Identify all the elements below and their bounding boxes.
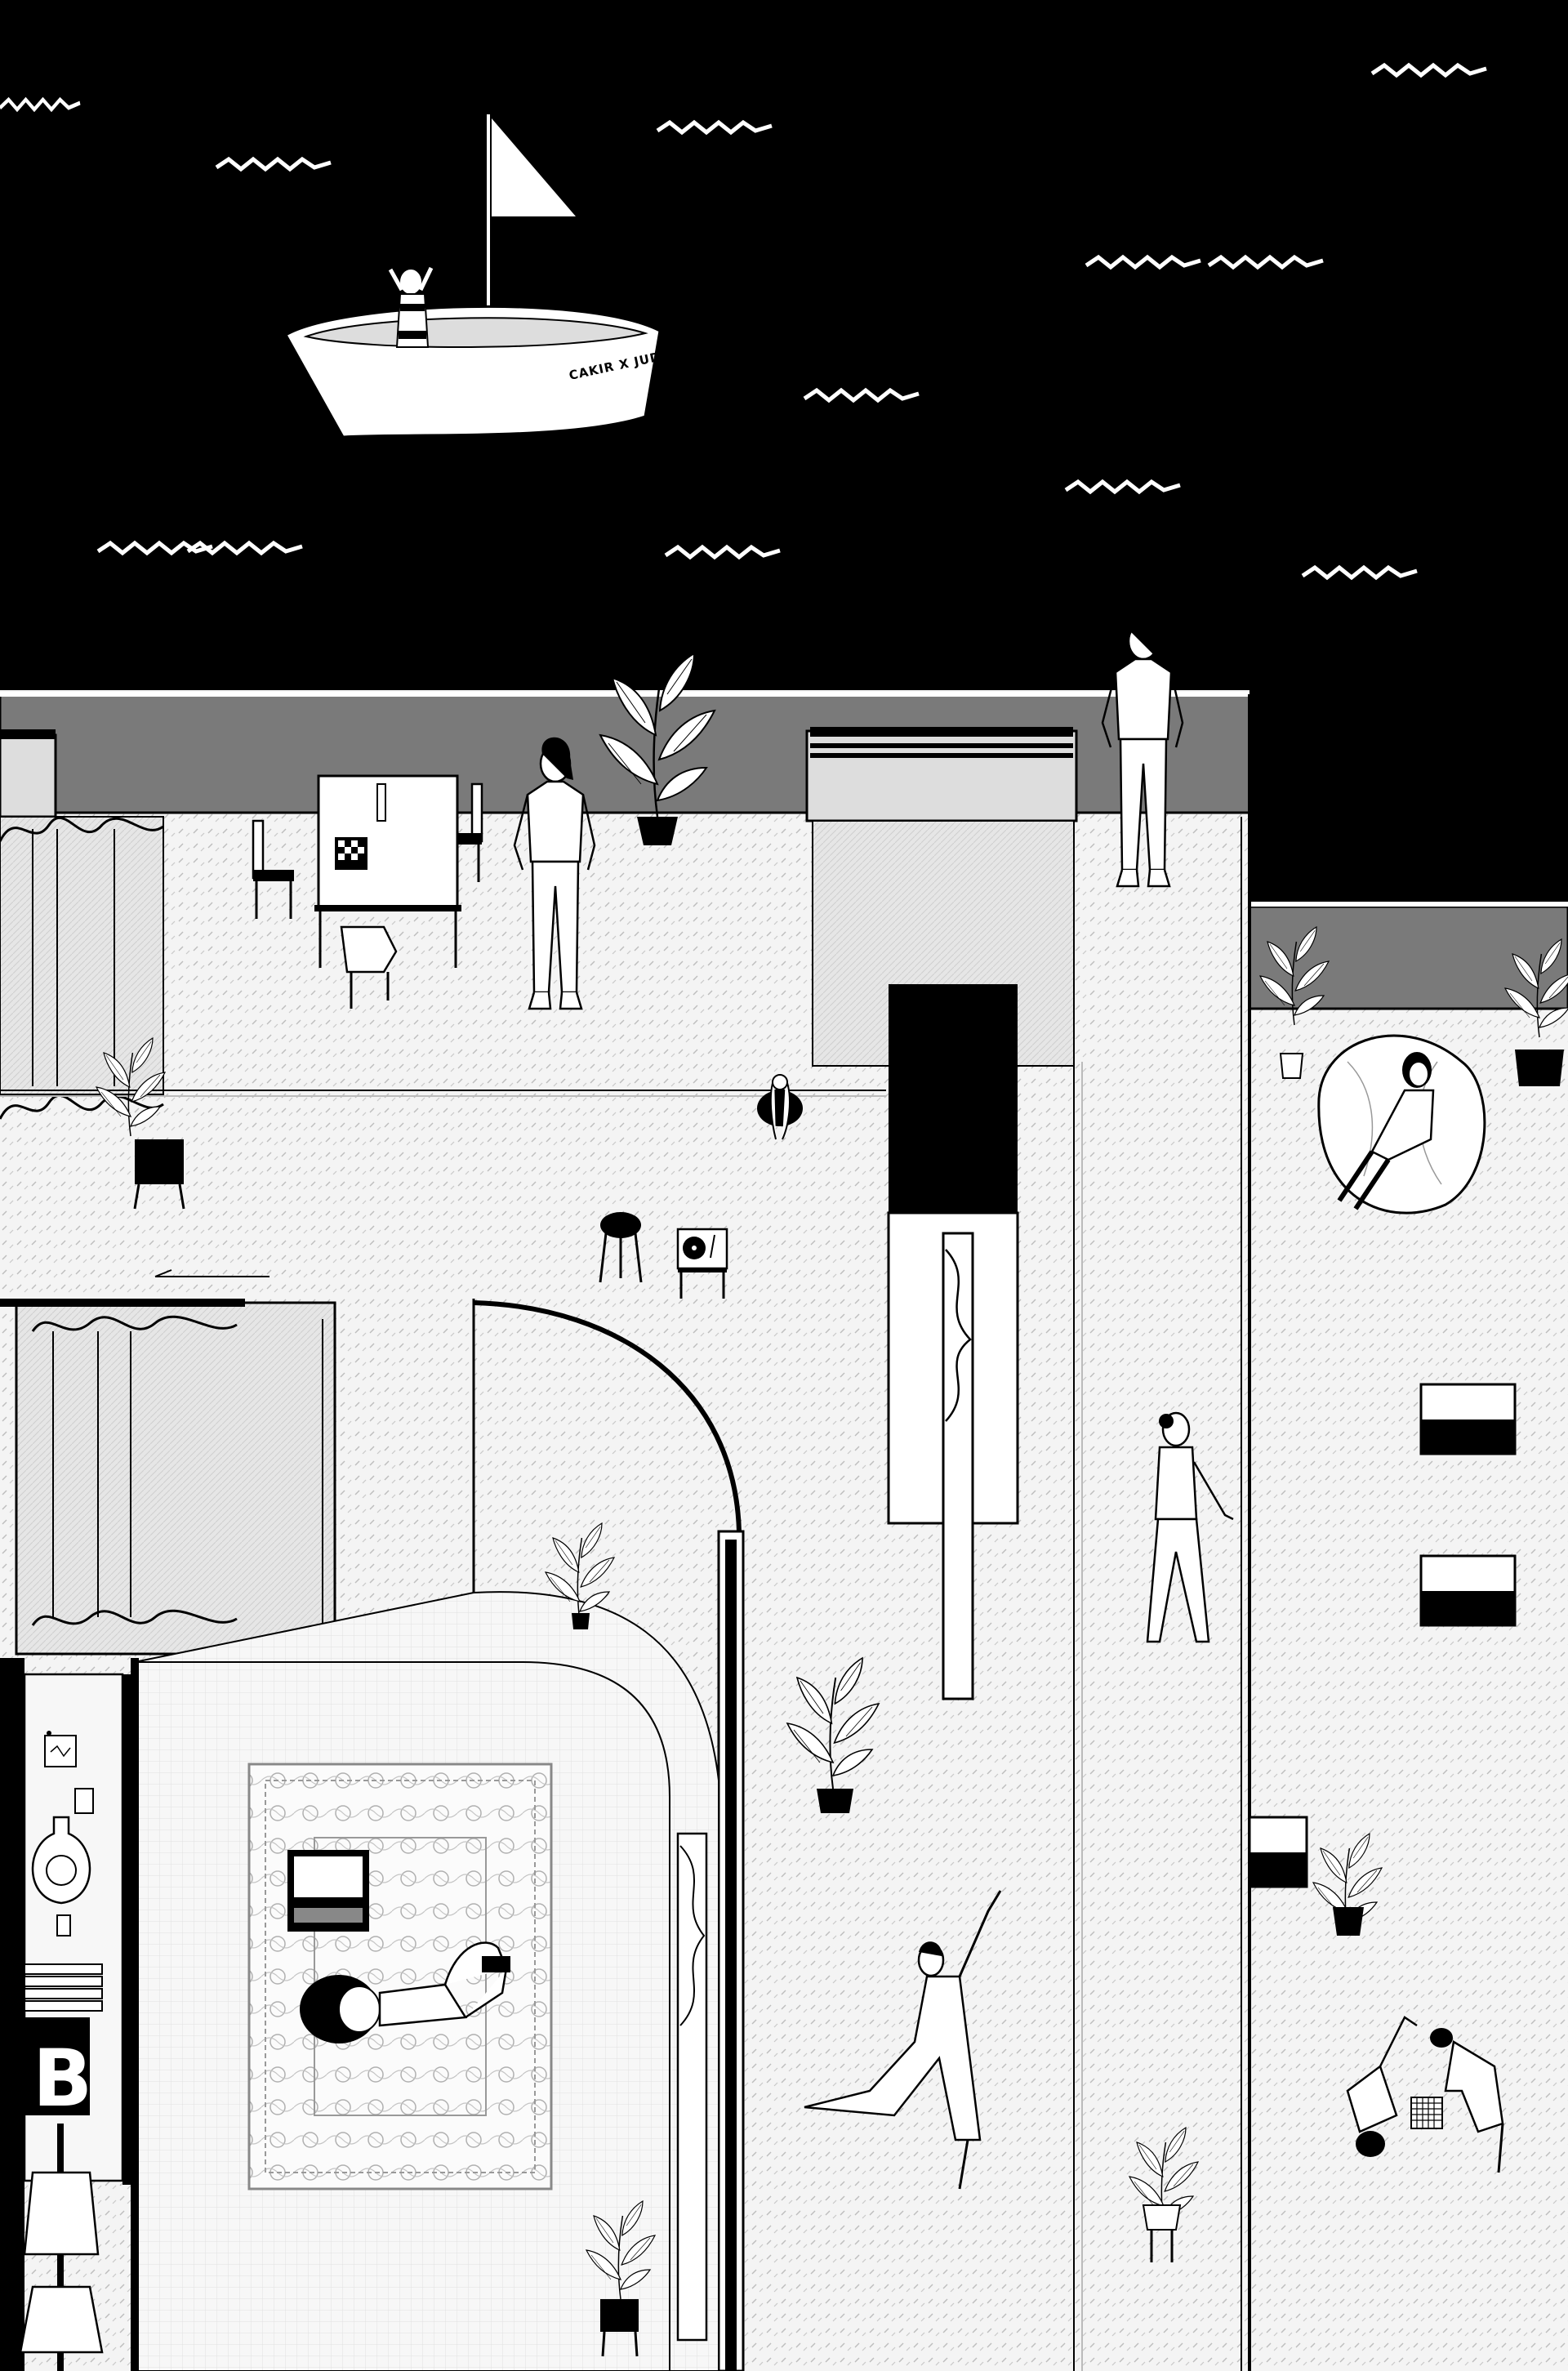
- bottle-icon: [56, 1914, 71, 1936]
- person-icon: [388, 266, 434, 348]
- bottle-icon: [376, 783, 386, 822]
- plant-icon: [1259, 926, 1330, 1079]
- plant-icon: [599, 652, 716, 845]
- person-icon: [1146, 1411, 1234, 1643]
- shelf-wall: [0, 1658, 24, 2371]
- record-player-icon: [676, 1228, 728, 1299]
- window-box: [1248, 1816, 1308, 1888]
- chessboard-icon: [1410, 2097, 1443, 2129]
- plant-icon: [786, 1656, 880, 1813]
- person-icon: [1346, 2016, 1504, 2173]
- chair-icon: [340, 925, 398, 1009]
- chair-icon: [457, 782, 483, 882]
- tall-column: [887, 984, 1019, 1700]
- cat-icon: [757, 1074, 803, 1140]
- window-box: [1419, 1383, 1517, 1455]
- stool-icon: [599, 1212, 643, 1283]
- rug-icon: [247, 1763, 553, 2191]
- plant-icon: [545, 1522, 615, 1629]
- table-icon: [314, 774, 461, 968]
- laptop-icon: [287, 1850, 369, 1932]
- plant-icon: [1312, 1833, 1383, 1936]
- book-letter: B: [33, 2033, 92, 2124]
- sticky-note-icon: [44, 1731, 77, 1767]
- pen-cup-icon: [74, 1788, 94, 1814]
- roof-box-left: [0, 729, 57, 818]
- book-stack-icon: B: [24, 1963, 103, 2124]
- plant-icon: [1129, 2127, 1199, 2262]
- curtain-icon: [0, 816, 164, 1120]
- plant-icon: [586, 2200, 656, 2357]
- clothes-rack-icon: [19, 2124, 104, 2371]
- roof-box-center: [805, 727, 1078, 822]
- vase-icon: [31, 1816, 91, 1905]
- person-icon: [300, 1941, 510, 2043]
- window-box: [1419, 1554, 1517, 1627]
- person-icon: [1337, 1052, 1435, 1210]
- person-icon: [804, 1890, 1002, 2190]
- curtain-icon: [0, 1299, 336, 1656]
- plant-icon: [96, 1037, 185, 1210]
- curtain-icon: [676, 1832, 708, 2342]
- beanbag-icon: [1317, 1034, 1486, 1214]
- curved-wall: [473, 1300, 742, 1532]
- plant-icon: [1504, 938, 1568, 1086]
